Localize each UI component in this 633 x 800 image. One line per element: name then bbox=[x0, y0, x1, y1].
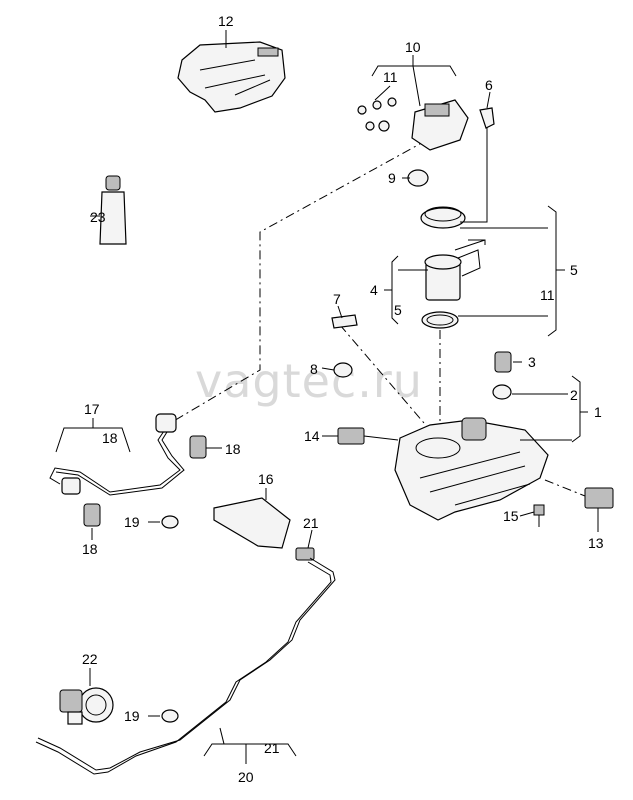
leader-lines bbox=[55, 30, 599, 764]
callout-11-right: 11 bbox=[540, 287, 555, 303]
clamp-part bbox=[333, 362, 353, 378]
valve-unit-part bbox=[357, 97, 469, 151]
connector-13-part bbox=[584, 487, 614, 509]
callout-3: 3 bbox=[528, 354, 536, 370]
elbow-connector-part bbox=[479, 107, 495, 129]
connection-lines bbox=[171, 139, 591, 499]
filler-ring-part bbox=[492, 384, 512, 400]
callout-2: 2 bbox=[570, 387, 578, 403]
bolt-part bbox=[533, 504, 545, 527]
hose-clamp-part bbox=[407, 169, 429, 187]
callout-13: 13 bbox=[588, 535, 604, 551]
callout-22: 22 bbox=[82, 651, 98, 667]
callout-19-lower: 19 bbox=[124, 708, 140, 724]
tank-part bbox=[394, 417, 549, 521]
callout-7: 7 bbox=[333, 291, 341, 307]
engine-cover-part bbox=[177, 41, 286, 113]
callout-5-right: 5 bbox=[570, 262, 578, 278]
holder-part bbox=[213, 497, 291, 549]
callout-20: 20 bbox=[238, 769, 254, 785]
callout-21-lower: 21 bbox=[264, 740, 280, 756]
callout-18-bracket: 18 bbox=[102, 430, 118, 446]
bracket-part bbox=[331, 314, 358, 329]
callout-8: 8 bbox=[310, 361, 318, 377]
callout-18-right: 18 bbox=[225, 441, 241, 457]
locking-ring-part bbox=[420, 206, 466, 229]
callout-1: 1 bbox=[594, 404, 602, 420]
callout-4: 4 bbox=[370, 282, 378, 298]
cap-part bbox=[494, 351, 512, 373]
fuel-pipe-part bbox=[35, 557, 336, 775]
pipe-connector-part bbox=[295, 547, 315, 561]
callout-21-upper: 21 bbox=[303, 515, 319, 531]
callout-9: 9 bbox=[388, 170, 396, 186]
watermark: vagtec.ru bbox=[195, 354, 423, 408]
callout-23: 23 bbox=[90, 209, 106, 225]
callout-17: 17 bbox=[84, 401, 100, 417]
connector-14-part bbox=[337, 427, 365, 445]
callout-15: 15 bbox=[503, 508, 519, 524]
bottle-part bbox=[99, 175, 127, 245]
clamp-19a-part bbox=[161, 515, 179, 529]
clamp-19b-part bbox=[161, 709, 179, 723]
seal-ring-part bbox=[421, 311, 459, 329]
callout-12: 12 bbox=[218, 13, 234, 29]
callout-18-bottom: 18 bbox=[82, 541, 98, 557]
callout-labels: 12 10 11 6 9 23 5 11 4 5 7 8 3 2 1 14 17… bbox=[82, 13, 604, 785]
callout-19-upper: 19 bbox=[124, 514, 140, 530]
callout-16: 16 bbox=[258, 471, 274, 487]
fuel-pump-part bbox=[424, 249, 481, 301]
callout-14: 14 bbox=[304, 428, 320, 444]
callout-6: 6 bbox=[485, 77, 493, 93]
callout-5-left: 5 bbox=[394, 302, 402, 318]
callout-10: 10 bbox=[405, 39, 421, 55]
canister-part bbox=[59, 687, 114, 725]
callout-11-top: 11 bbox=[383, 69, 398, 85]
harness-part bbox=[49, 413, 207, 527]
